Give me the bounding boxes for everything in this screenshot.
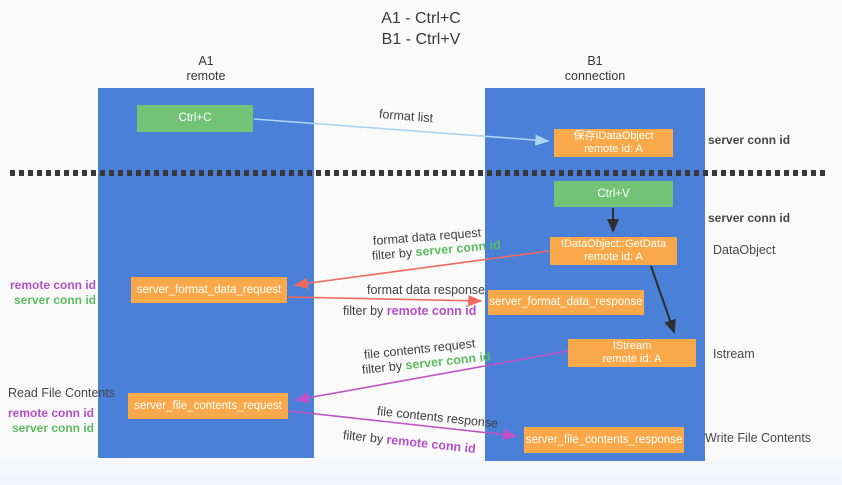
getdata-to-istream-arrow xyxy=(650,265,676,334)
label-filter-by-remote-conn-id-1: filter by remote conn id xyxy=(343,304,476,319)
node-save-idataobject-line1: 保存IDataObject xyxy=(573,130,654,142)
filter-by-text: filter by xyxy=(343,304,387,318)
remote-conn-id-text: remote conn id xyxy=(386,304,477,318)
node-server-format-data-request: server_format_data_request xyxy=(131,277,287,303)
node-ctrl-v: Ctrl+V xyxy=(554,181,673,207)
server-conn-id-label-right-2: server conn id xyxy=(708,211,791,225)
node-ctrl-v-label: Ctrl+V xyxy=(597,187,630,200)
node-server-format-data-request-label: server_format_data_request xyxy=(136,283,282,296)
node-idataobject-getdata: IDataObject::GetData remote id: A xyxy=(550,237,677,265)
node-istream-line2: remote id: A xyxy=(602,353,662,365)
server-conn-id-label-left-2: server conn id xyxy=(11,420,94,435)
read-file-contents-label: Read File Contents xyxy=(8,386,116,400)
lifeline-a1-subtitle: remote xyxy=(186,69,226,83)
write-file-contents-label: Write File Contents xyxy=(705,431,812,445)
filter-by-text: filter by xyxy=(371,245,417,263)
format-data-request-arrow xyxy=(293,250,550,289)
label-format-data-response: format data response xyxy=(367,283,486,297)
file-contents-response-arrow xyxy=(288,410,518,441)
format-list-arrow xyxy=(253,118,550,146)
node-server-format-data-response-label: server_format_data_response xyxy=(489,296,643,308)
node-server-format-data-response: server_format_data_response xyxy=(488,290,644,315)
node-idataobject-getdata-line1: IDataObject::GetData xyxy=(560,238,667,250)
dataobject-label: DataObject xyxy=(713,243,776,257)
node-istream-line1: IStream xyxy=(612,340,652,352)
node-server-file-contents-response-label: server_file_contents_response xyxy=(525,433,683,446)
title-line-2: B1 - Ctrl+V xyxy=(381,31,461,48)
server-conn-id-label-right-1: server conn id xyxy=(708,133,791,147)
node-istream: IStream remote id: A xyxy=(568,339,696,367)
format-data-response-arrow xyxy=(287,295,483,307)
server-conn-id-label-left-1: server conn id xyxy=(13,292,96,307)
title-line-1: A1 - Ctrl+C xyxy=(381,10,461,27)
node-idataobject-getdata-line2: remote id: A xyxy=(584,251,643,263)
node-server-file-contents-response: server_file_contents_response xyxy=(524,427,684,453)
conn-id-pair-upper: remote conn id server conn id xyxy=(0,278,96,307)
remote-conn-id-label-left-1: remote conn id xyxy=(9,278,96,292)
dotted-separator xyxy=(10,170,825,176)
node-ctrl-c-label: Ctrl+C xyxy=(178,112,212,124)
node-save-idataobject: 保存IDataObject remote id: A xyxy=(554,129,673,157)
lifeline-b1-header: B1 connection xyxy=(485,54,705,84)
remote-conn-id-label-left-2: remote conn id xyxy=(7,406,94,420)
node-save-idataobject-line2: remote id: A xyxy=(584,143,643,155)
node-server-file-contents-request: server_file_contents_request xyxy=(128,393,288,419)
file-contents-request-arrow xyxy=(294,350,569,404)
istream-label: Istream xyxy=(713,347,755,361)
node-ctrl-c: Ctrl+C xyxy=(137,105,253,132)
lifeline-a1-name: A1 xyxy=(198,54,214,68)
conn-id-pair-lower: remote conn id server conn id xyxy=(0,406,94,435)
lifeline-b1-subtitle: connection xyxy=(564,69,626,83)
node-server-file-contents-request-label: server_file_contents_request xyxy=(134,399,282,412)
lifeline-a1-header: A1 remote xyxy=(98,54,314,84)
diagram-title: A1 - Ctrl+C B1 - Ctrl+V xyxy=(0,8,842,50)
lifeline-b1-name: B1 xyxy=(587,54,603,68)
